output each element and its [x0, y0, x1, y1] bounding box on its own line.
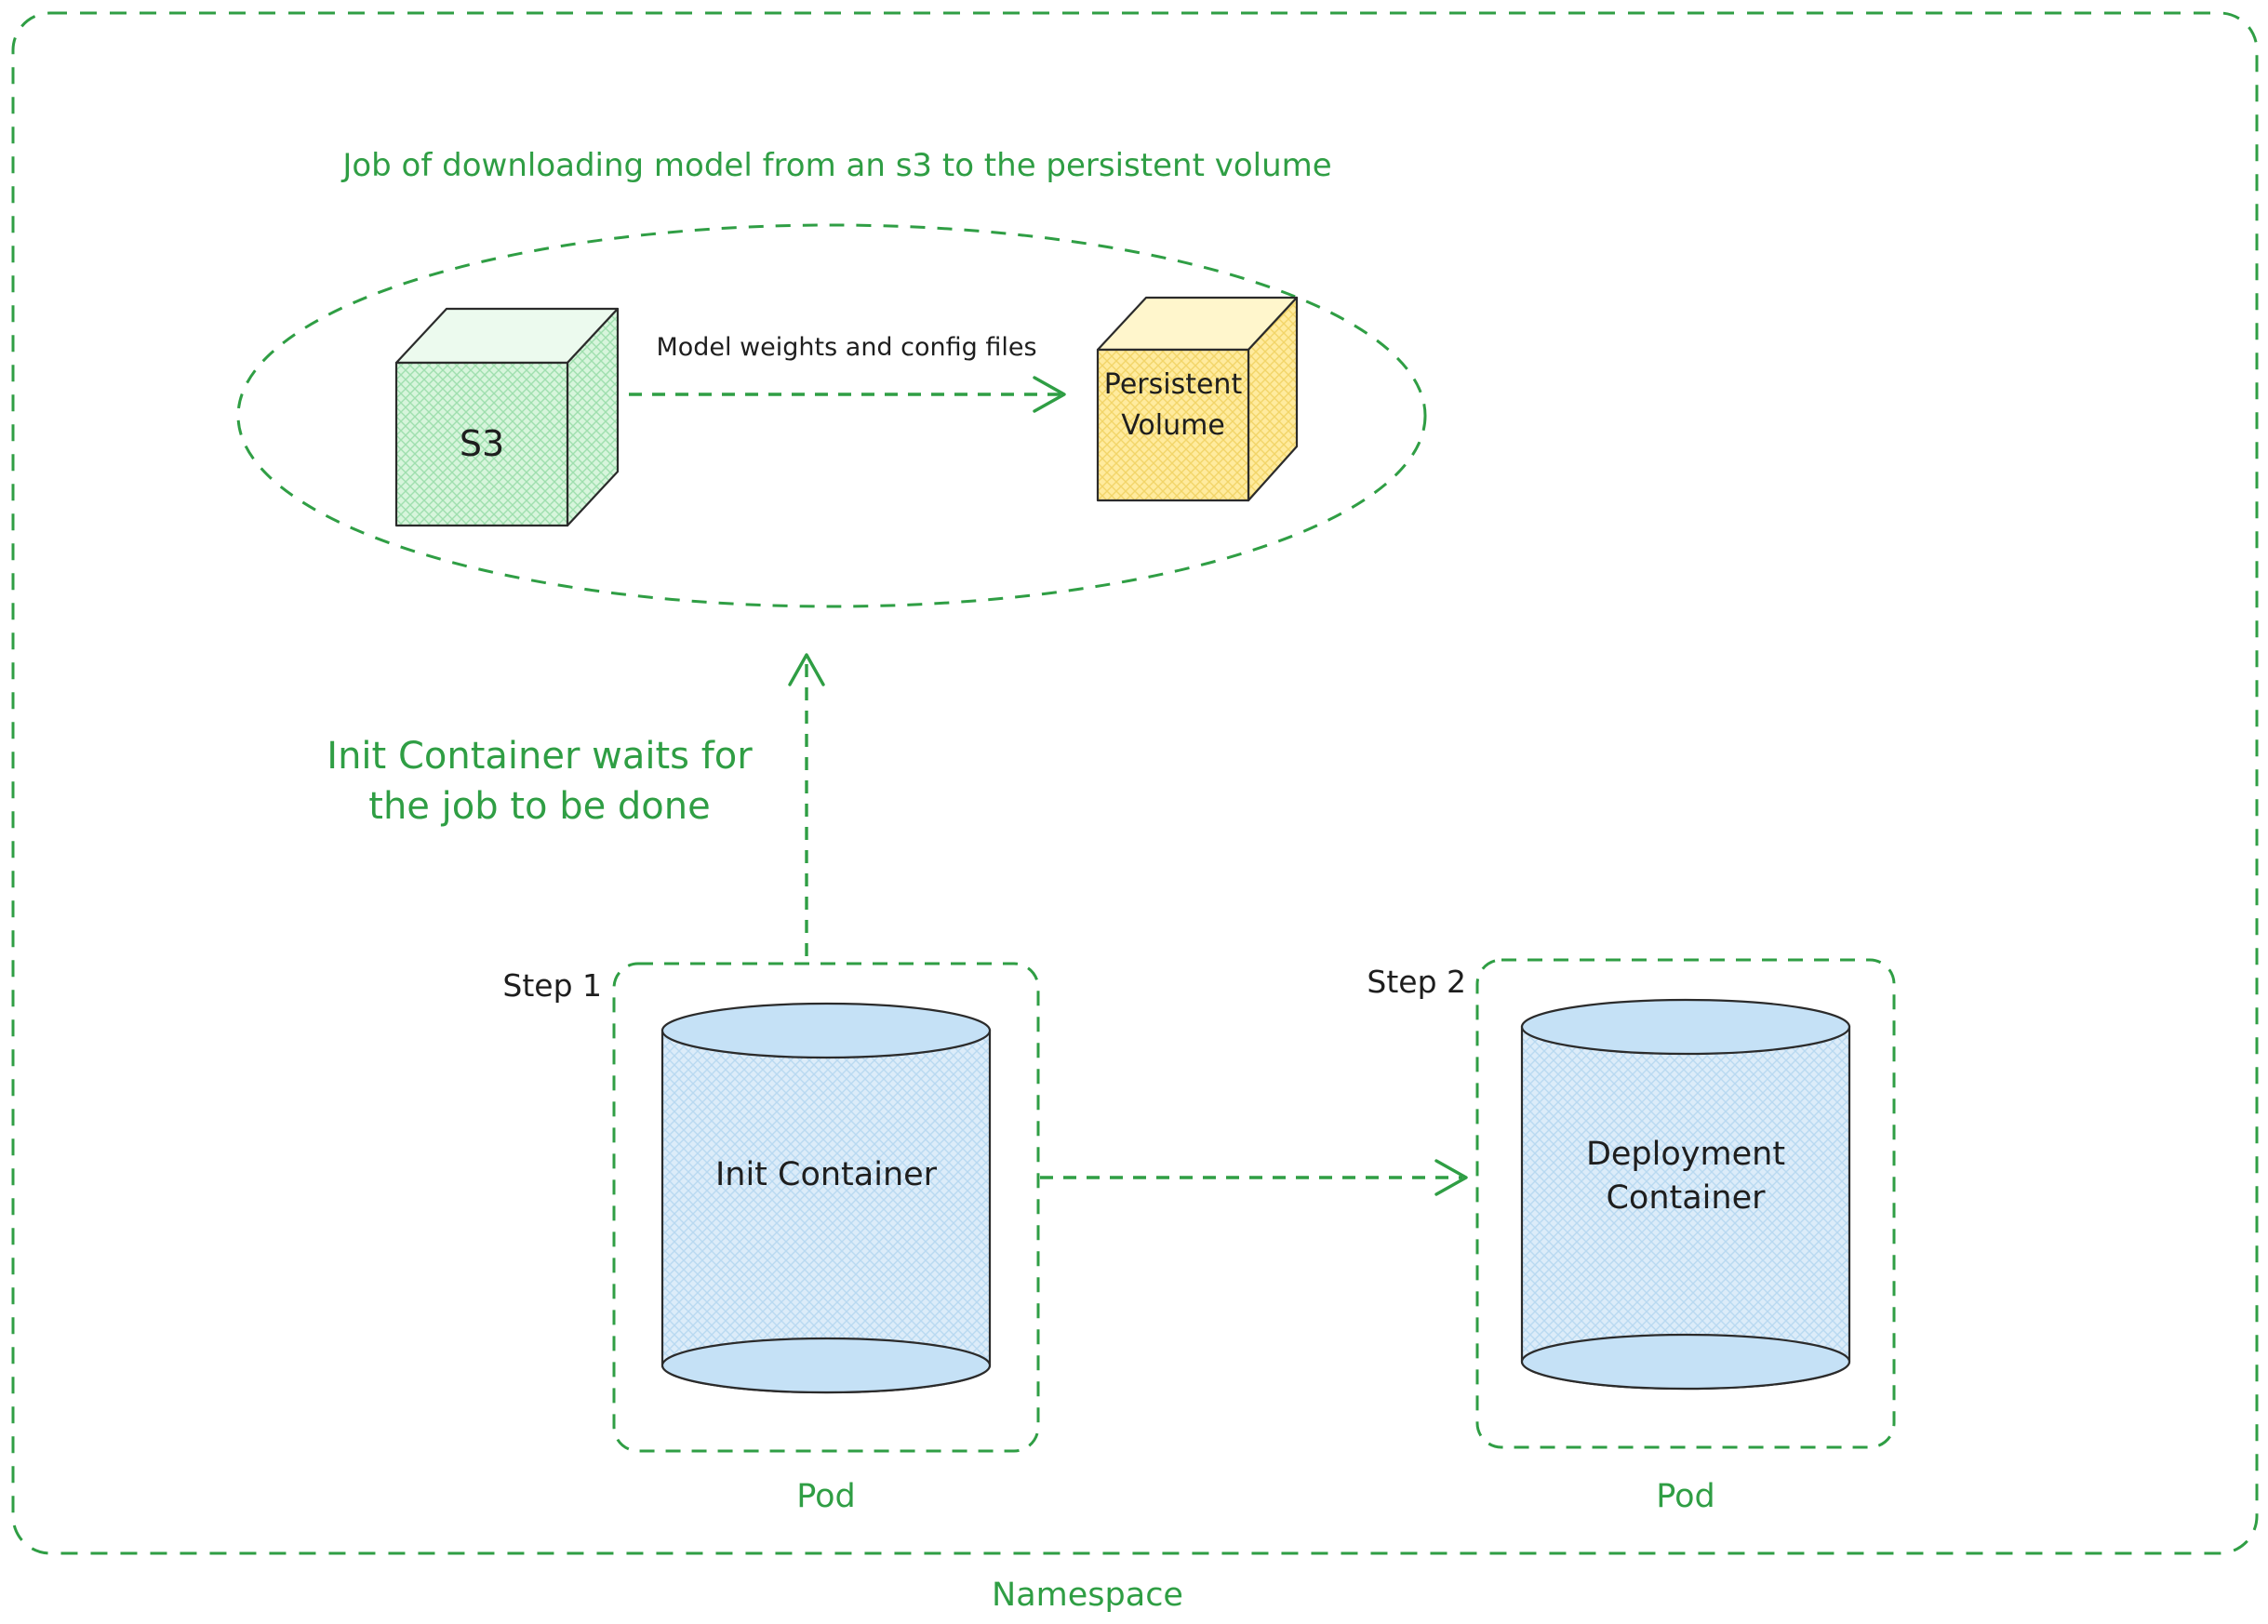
init-wait-note: Init Container waits for the job to be d… — [327, 735, 753, 828]
step2-pod-label: Pod — [1656, 1478, 1715, 1515]
init-container-label: Init Container — [714, 1156, 938, 1193]
s3-cube — [394, 307, 620, 527]
deployment-container-cylinder — [1520, 998, 1851, 1391]
deployment-container-label: Deployment Container — [1585, 1136, 1786, 1218]
step1-label: Step 1 — [502, 967, 602, 1004]
init-container-cylinder — [660, 1002, 992, 1394]
persistent-volume-label: Persistent Volume — [1103, 368, 1243, 442]
init-to-job-arrow — [788, 653, 825, 956]
step2-label: Step 2 — [1367, 964, 1466, 1000]
persistent-volume-cube — [1096, 296, 1299, 502]
namespace-border — [11, 11, 2259, 1555]
job-title: Job of downloading model from an s3 to t… — [342, 147, 1332, 184]
s3-cube-label: S3 — [459, 423, 505, 464]
job-group-ellipse — [236, 223, 1427, 608]
s3-to-pv-arrow-label: Model weights and config files — [656, 333, 1037, 362]
step1-pod-label: Pod — [796, 1478, 856, 1515]
step2-pod-box — [1475, 958, 1896, 1449]
step1-pod-box — [612, 962, 1040, 1453]
namespace-label: Namespace — [992, 1577, 1183, 1614]
s3-to-pv-arrow — [629, 376, 1066, 413]
step1-to-step2-arrow — [1040, 1159, 1468, 1196]
